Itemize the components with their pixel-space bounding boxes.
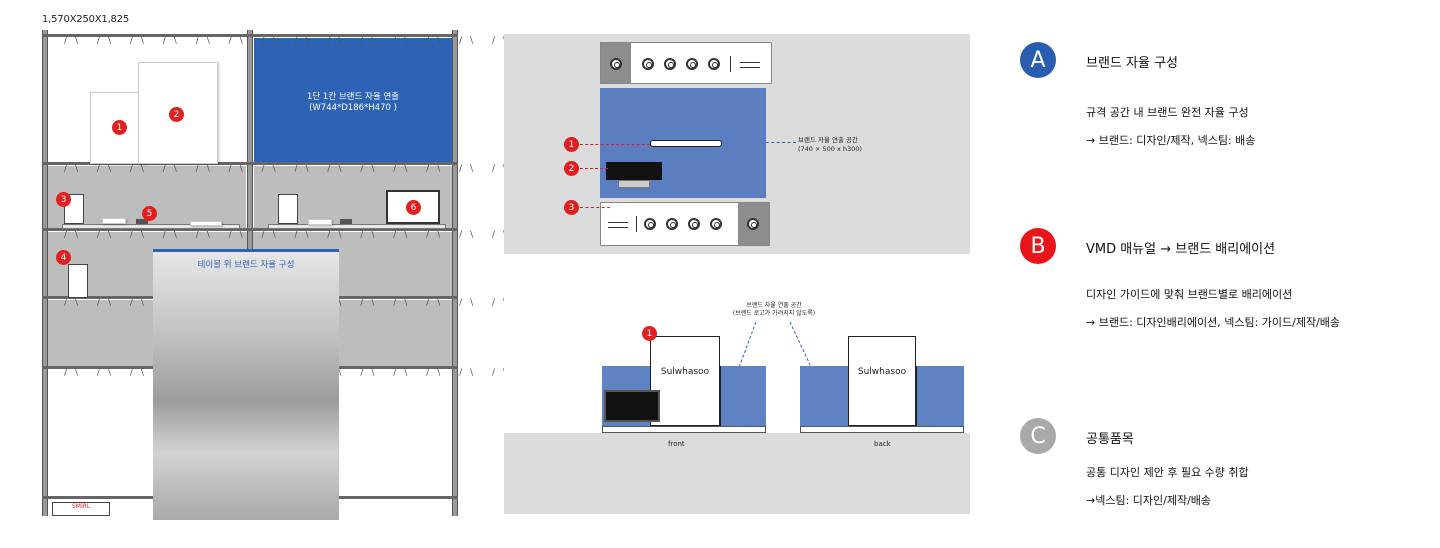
legend-a-icon: A [1020,42,1056,78]
callout-text: 브랜드 자율 연출 공간 (브랜드 로고가 가려지지 않도록) [704,302,844,318]
knob-icon [644,218,656,230]
back-label: back [874,440,891,448]
device-stand [618,180,650,188]
legend-b-line1: 디자인 가이드에 맞춰 브랜드별로 배리에이션 [1086,288,1293,301]
knob-icon [747,218,759,230]
shelf-beam [42,162,458,165]
front-device [604,390,660,422]
back-logo-text: Sulwhasoo [857,367,907,377]
knob-icon [686,58,698,70]
marker-3: 3 [564,200,579,215]
marker-2: 2 [564,161,579,176]
marker-2: 2 [169,107,184,122]
marker-1: 1 [642,326,657,341]
knob-icon [642,58,654,70]
device-object [606,162,662,180]
knob-icon [708,58,720,70]
marker-3: 3 [56,192,71,207]
strip-divider [730,56,731,72]
knob-icon [710,218,722,230]
display-ledge [268,224,446,229]
legend-a-line1: 규격 공간 내 브랜드 완전 자율 구성 [1086,106,1249,119]
caption-line1: 1단 1칸 브랜드 자율 연출 [306,92,399,102]
leader-line [580,207,610,208]
shelf-beam [42,34,458,37]
callout-leader [766,142,796,143]
front-back-diagram: 브랜드 자율 연출 공간 (브랜드 로고가 가려지지 않도록) Sulwhaso… [504,260,970,514]
front-divider [720,366,721,426]
leader-line [580,144,650,145]
legend-c-icon: C [1020,418,1056,454]
footer-logo: SMiRL [72,503,91,510]
caption-line2: (W744*D186*H470 ) [309,103,397,113]
callout-text: 브랜드 자율 연출 공간 (740 × 500 x h300) [798,136,862,154]
dimension-label: 1,570X250X1,825 [42,14,130,25]
knob-icon [666,218,678,230]
front-logo-box: Sulwhasoo [650,336,720,426]
bar-object [650,140,722,147]
small-device [340,219,352,224]
callout-line2: (740 × 500 x h300) [798,145,862,153]
hook-row: /\ /\ /\ /\ /\ /\ /\ /\ /\ /\ /\ /\ /\ /… [64,164,580,174]
display-ledge [62,224,240,229]
top-view-diagram: 1 2 3 브랜드 자율 연출 공간 (740 × 500 x h300) [504,34,970,254]
knob-icon [664,58,676,70]
front-label: front [668,440,685,448]
hook-row: /\ /\ /\ /\ /\ /\ /\ /\ /\ /\ /\ /\ /\ /… [64,230,580,240]
display-card [68,264,88,298]
callout-line1: 브랜드 자율 연출 공간 [746,302,802,309]
knob-icon [688,218,700,230]
shelf-post [452,30,458,516]
knob-icon [610,58,622,70]
small-block [190,221,222,226]
strip-brand-mark [740,62,760,68]
strip-brand-mark [608,222,628,228]
shelf-unit: /\ /\ /\ /\ /\ /\ /\ /\ /\ /\ /\ /\ /\ /… [42,30,572,520]
legend-a-line2: → 브랜드: 디자인/제작, 넥스팀: 배송 [1086,134,1256,147]
footer-logo-plate [52,502,110,516]
marker-1: 1 [564,137,579,152]
marker-5: 5 [142,206,157,221]
strip-divider [636,216,637,232]
marker-6: 6 [406,200,421,215]
mirror-label: 테이블 위 브랜드 자율 구성 [197,260,295,270]
marker-4: 4 [56,250,71,265]
back-tray [800,426,964,433]
small-device [136,219,148,224]
legend-b-icon: B [1020,228,1056,264]
shelf-beam [42,228,458,231]
back-divider [916,366,917,426]
legend-c-title: 공통품목 [1086,432,1134,447]
callout-line1: 브랜드 자율 연출 공간 [798,136,859,144]
mirror-panel [153,249,339,520]
callout-line2: (브랜드 로고가 가려지지 않도록) [732,310,816,317]
display-card [278,194,298,224]
front-logo-text: Sulwhasoo [660,367,710,377]
shelf-row1-right-panel [254,38,452,162]
legend-c-line2: →넥스팀: 디자인/제작/배송 [1086,494,1212,507]
legend-c-line1: 공통 디자인 제안 후 필요 수량 취합 [1086,466,1249,479]
floor-surface [504,433,970,514]
legend-b-line2: → 브랜드: 디자인배리에이션, 넥스팀: 가이드/제작/배송 [1086,316,1341,329]
small-block [308,219,332,225]
front-tray [602,426,766,433]
marker-1: 1 [112,120,127,135]
shelf-post [42,30,48,516]
small-block [102,218,126,224]
legend-b-title: VMD 매뉴얼 → 브랜드 배리에이션 [1086,242,1276,257]
legend-a-title: 브랜드 자율 구성 [1086,56,1178,71]
leader-line [580,168,608,169]
top-right-panel-caption: 1단 1칸 브랜드 자율 연출 (W744*D186*H470 ) [254,92,452,114]
leader-line [789,321,821,387]
back-logo-box: Sulwhasoo [848,336,916,426]
hook-row: /\ /\ /\ /\ /\ /\ /\ /\ /\ /\ /\ /\ /\ /… [64,36,580,46]
